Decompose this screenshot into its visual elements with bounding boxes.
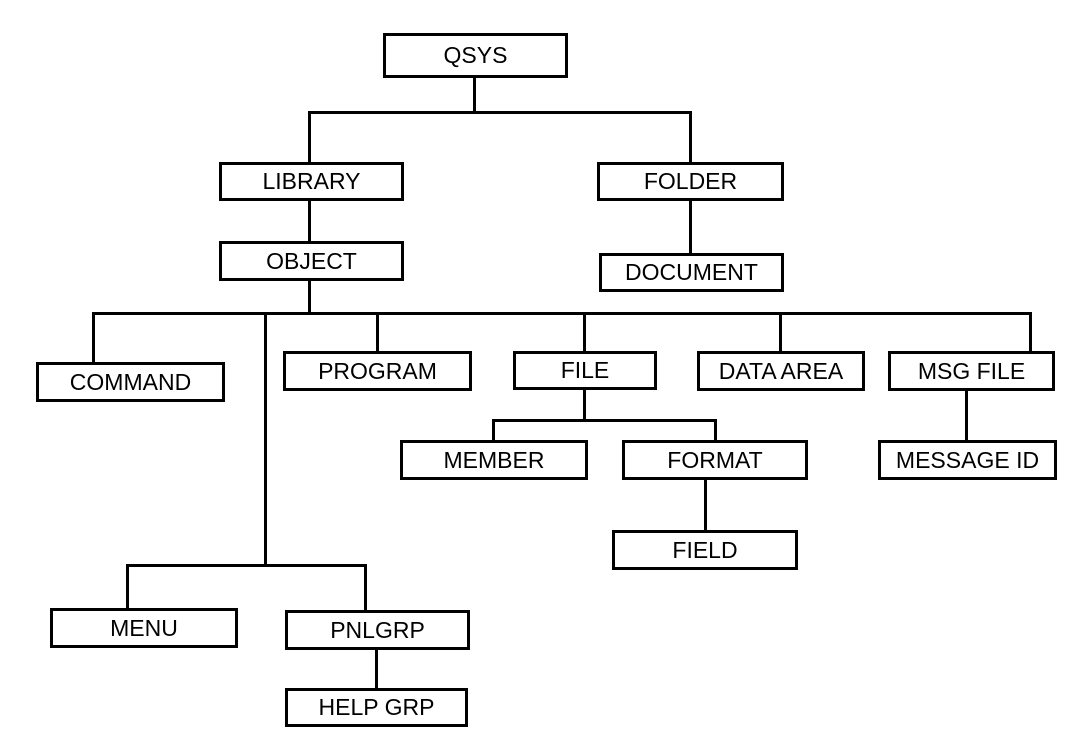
node-pnlgrp: PNLGRP <box>285 610 470 650</box>
node-help-grp-label: HELP GRP <box>318 694 435 720</box>
node-menu-label: MENU <box>110 614 178 641</box>
node-object-label: OBJECT <box>266 247 357 274</box>
node-object: OBJECT <box>219 241 404 281</box>
connector-data-area-drop <box>779 312 782 351</box>
connector-pnlgrp-helpgrp <box>375 650 378 688</box>
connector-format-field <box>704 480 707 530</box>
connector-top-bus <box>308 111 692 114</box>
connector-object-stem <box>308 281 311 315</box>
node-folder: FOLDER <box>597 162 784 201</box>
connector-program-drop <box>376 312 379 351</box>
node-pnlgrp-label: PNLGRP <box>330 616 425 643</box>
connector-qsys-stem <box>473 78 476 114</box>
connector-menu-drop <box>126 564 129 608</box>
node-field-label: FIELD <box>672 536 738 563</box>
node-message-id: MESSAGE ID <box>878 440 1057 480</box>
node-library: LIBRARY <box>219 162 404 201</box>
node-member: MEMBER <box>400 440 588 480</box>
node-program-label: PROGRAM <box>318 357 437 384</box>
node-message-id-label: MESSAGE ID <box>895 446 1040 473</box>
connector-msgfile-messageid <box>965 391 968 440</box>
node-program: PROGRAM <box>283 351 472 391</box>
node-menu: MENU <box>50 608 238 648</box>
connector-format-drop <box>714 419 717 440</box>
connector-pnlgrp-drop <box>364 564 367 610</box>
node-qsys-label: QSYS <box>443 42 508 68</box>
node-document: DOCUMENT <box>599 253 784 292</box>
connector-library-drop <box>308 111 311 162</box>
connector-folder-document <box>689 201 692 253</box>
node-format: FORMAT <box>622 440 808 480</box>
node-library-label: LIBRARY <box>262 168 361 194</box>
connector-menu-bus <box>126 564 367 567</box>
node-qsys: QSYS <box>383 33 568 78</box>
node-member-label: MEMBER <box>443 446 545 473</box>
node-msg-file-label: MSG FILE <box>917 357 1026 384</box>
node-data-area: DATA AREA <box>697 351 865 391</box>
node-file: FILE <box>513 351 657 390</box>
connector-library-object <box>308 201 311 241</box>
connector-main-bus <box>92 312 1032 315</box>
node-command: COMMAND <box>36 362 225 402</box>
node-field: FIELD <box>612 530 798 570</box>
connector-file-drop <box>583 312 586 351</box>
node-folder-label: FOLDER <box>643 168 738 194</box>
connector-file-stem <box>583 390 586 422</box>
node-document-label: DOCUMENT <box>625 259 758 285</box>
connector-command-drop <box>92 312 95 362</box>
node-data-area-label: DATA AREA <box>718 357 844 384</box>
node-command-label: COMMAND <box>69 368 192 395</box>
connector-msg-file-drop <box>1029 312 1032 351</box>
node-help-grp: HELP GRP <box>285 688 468 727</box>
connector-menu-subtree-drop <box>264 312 267 567</box>
node-file-label: FILE <box>560 357 610 383</box>
connector-member-drop <box>492 419 495 440</box>
connector-file-bus <box>492 419 717 422</box>
connector-folder-drop <box>689 111 692 162</box>
node-msg-file: MSG FILE <box>888 351 1055 391</box>
node-format-label: FORMAT <box>667 446 763 473</box>
